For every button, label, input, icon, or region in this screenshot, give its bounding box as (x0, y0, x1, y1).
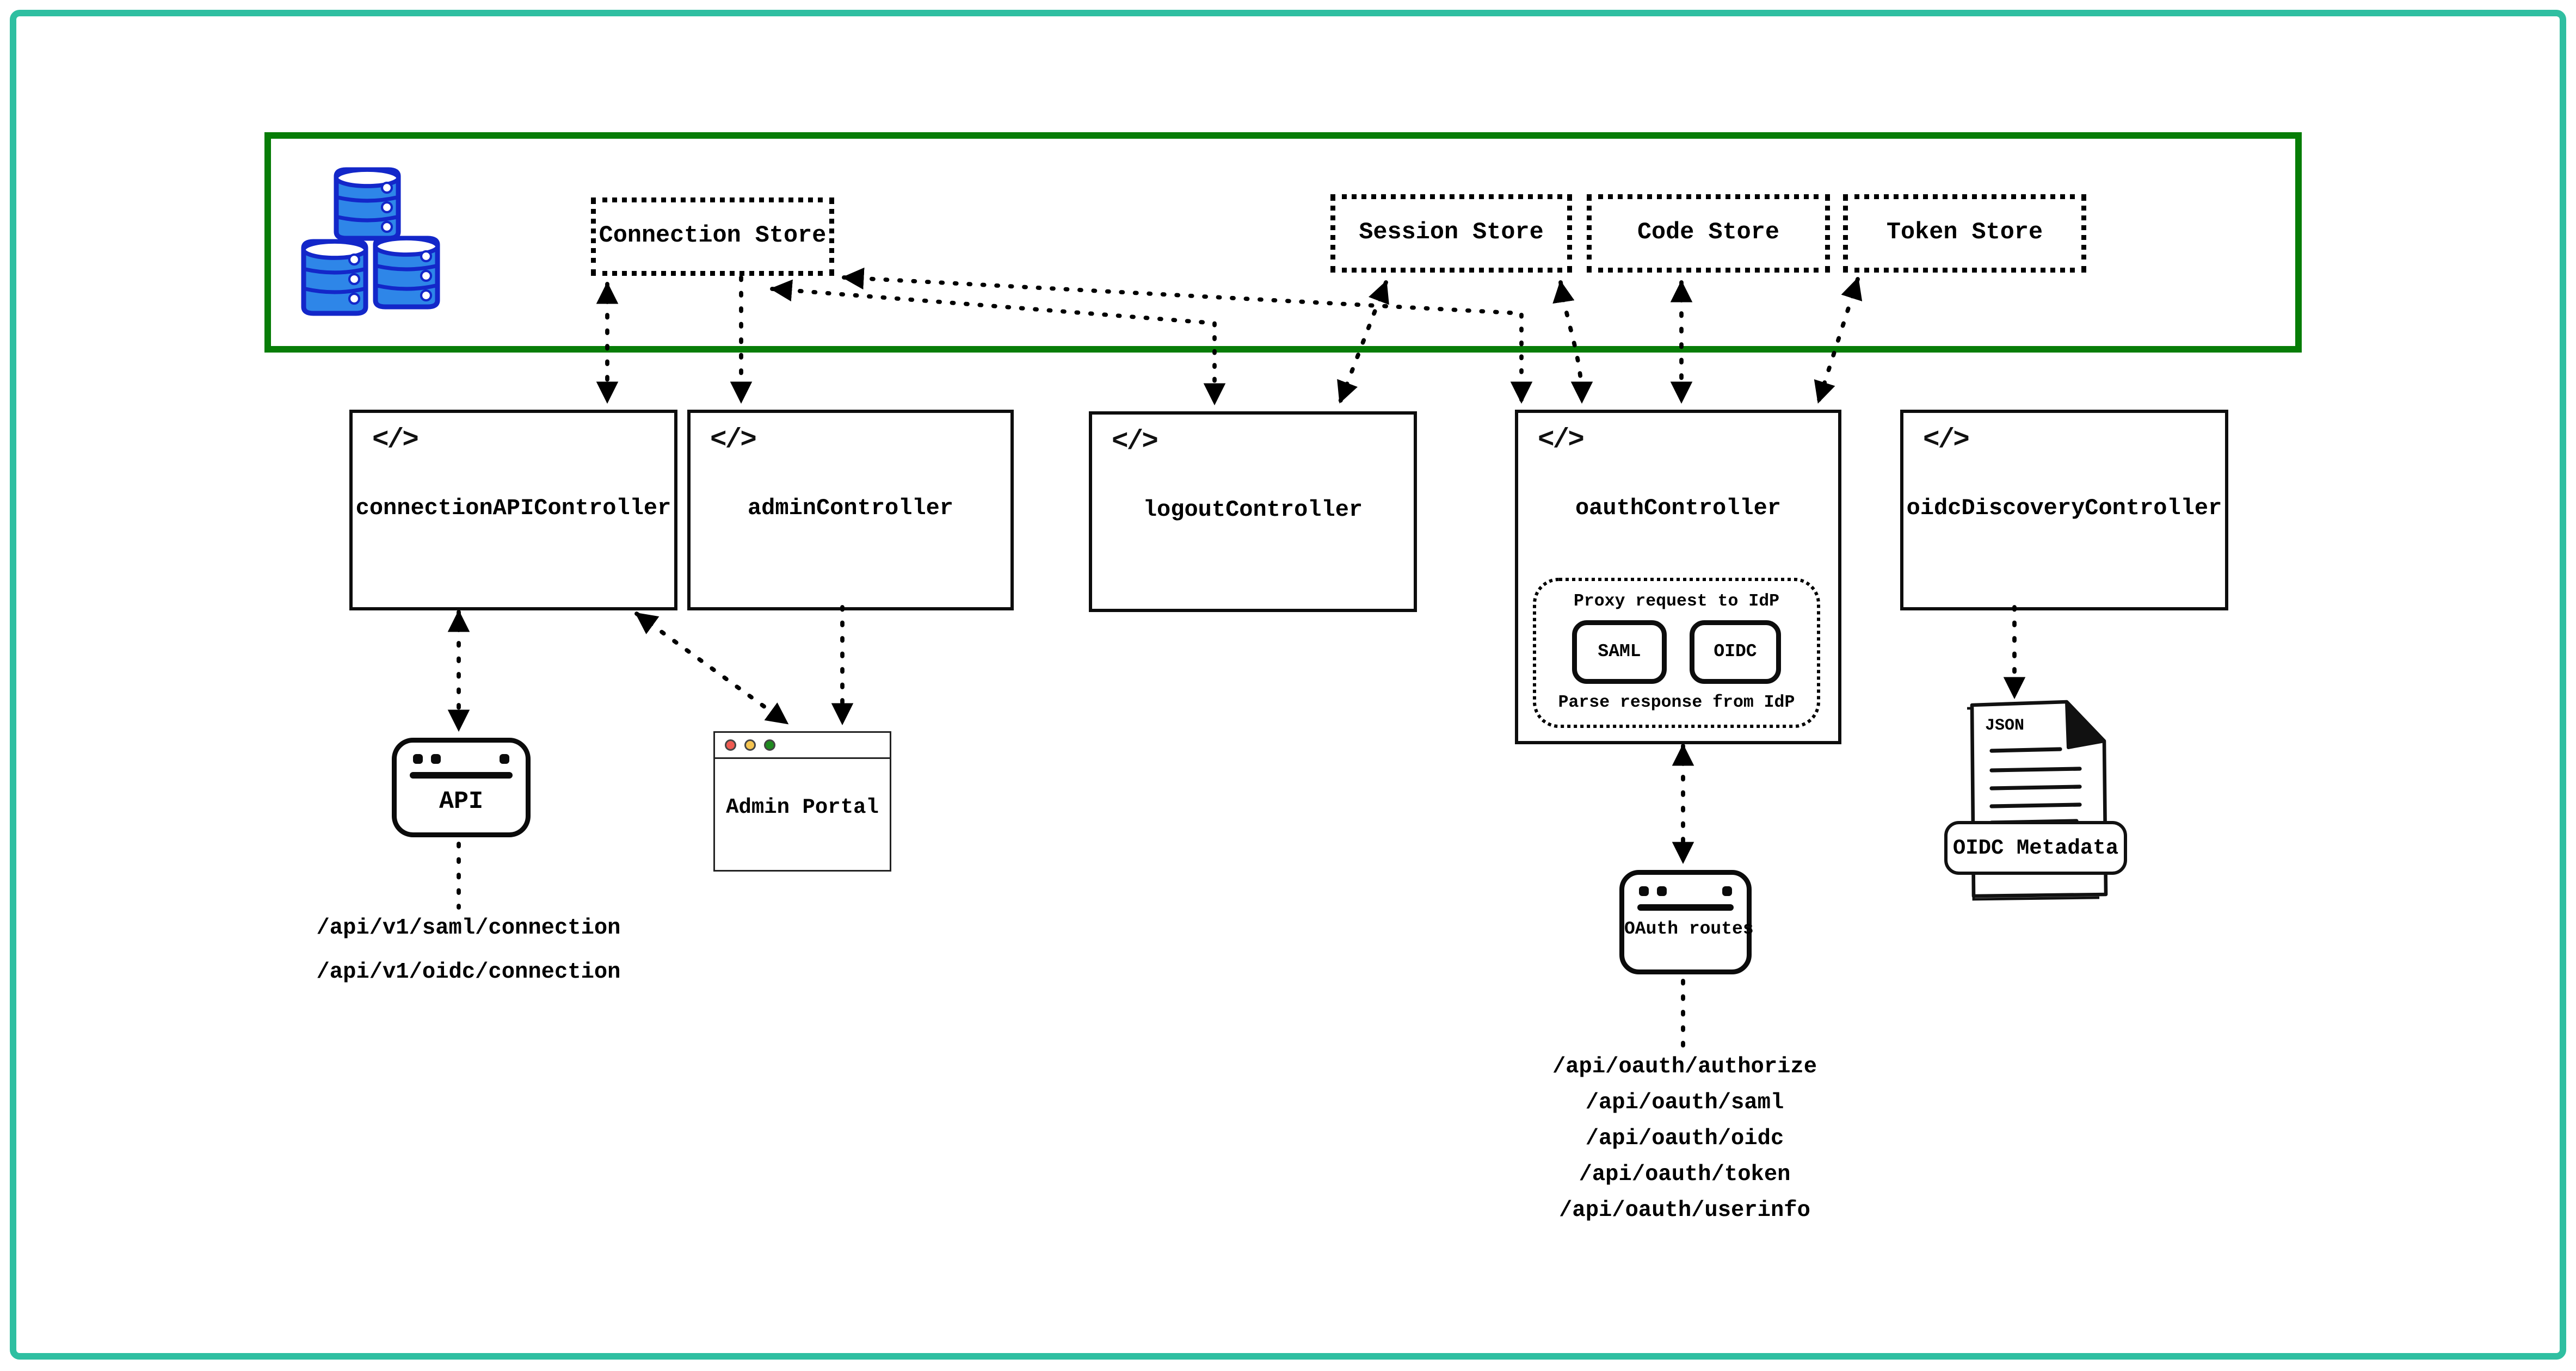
code-icon: </> (1112, 428, 1158, 459)
arrow-oauth-tokenstore (1814, 277, 1863, 404)
arrow-logout-connectionstore (769, 279, 1226, 406)
window-dot-icon (413, 754, 423, 764)
controller-connection-api: </> connectionAPIController (349, 410, 677, 610)
store-token: Token Store (1843, 194, 2086, 273)
controller-oauth: </> oauthController Proxy request to IdP… (1515, 410, 1841, 744)
endpoint: /api/oauth/token (1579, 1164, 1791, 1188)
minimize-dot-icon (744, 739, 756, 751)
window-titlebar (715, 733, 890, 759)
store-code-label: Code Store (1637, 220, 1779, 246)
window-bar-icon (1637, 904, 1734, 910)
admin-portal-window: Admin Portal (713, 731, 891, 872)
api-endpoint-list: /api/v1/saml/connection /api/v1/oidc/con… (305, 907, 632, 996)
arrow-oauth-connectionstore (841, 267, 1533, 404)
endpoint: /api/oauth/userinfo (1559, 1200, 1810, 1224)
protocol-saml-label: SAML (1598, 642, 1641, 662)
endpoint: /api/oauth/oidc (1585, 1128, 1784, 1152)
oidc-metadata-banner: OIDC Metadata (1944, 821, 2127, 875)
oidc-metadata-label: OIDC Metadata (1952, 836, 2119, 860)
outer-frame (10, 10, 2566, 1360)
proxy-request-label: Proxy request to IdP (1573, 592, 1780, 612)
window-dot-icon (431, 754, 441, 764)
window-dot-icon (1639, 886, 1649, 896)
code-icon: </> (372, 426, 419, 457)
endpoint: /api/v1/saml/connection (316, 917, 621, 942)
store-session-label: Session Store (1359, 220, 1544, 246)
endpoint: /api/oauth/saml (1585, 1092, 1784, 1116)
arrow-logout-sessionstore (1337, 280, 1389, 404)
oauth-routes-label: OAuth routes (1624, 921, 1754, 940)
parse-response-label: Parse response from IdP (1558, 694, 1795, 713)
close-dot-icon (725, 739, 736, 751)
store-connection-label: Connection Store (599, 224, 827, 250)
store-code: Code Store (1587, 194, 1830, 273)
window-dot-icon (1657, 886, 1667, 896)
oauth-endpoint-list: /api/oauth/authorize /api/oauth/saml /ap… (1521, 1051, 1848, 1231)
code-icon: </> (1923, 426, 1970, 457)
window-dot-icon (1722, 886, 1732, 896)
controller-logout: </> logoutController (1089, 411, 1417, 612)
code-icon: </> (1538, 426, 1585, 457)
window-dot-icon (500, 754, 509, 764)
api-label: API (439, 788, 483, 816)
endpoint: /api/v1/oidc/connection (316, 961, 621, 986)
endpoint: /api/oauth/authorize (1552, 1056, 1817, 1080)
database-icon (301, 167, 440, 316)
idp-proxy-box: Proxy request to IdP SAML OIDC Parse res… (1533, 578, 1820, 728)
api-app-icon: API (392, 738, 531, 837)
controller-admin-label: adminController (747, 496, 954, 522)
code-icon: </> (710, 426, 757, 457)
window-bar-icon (410, 772, 513, 778)
arrow-oauth-sessionstore (1552, 280, 1593, 404)
admin-portal-label: Admin Portal (726, 795, 879, 819)
controller-oidc-discovery-label: oidcDiscoveryController (1906, 496, 2222, 522)
controller-oidc-discovery: </> oidcDiscoveryController (1900, 410, 2228, 610)
protocol-saml: SAML (1572, 620, 1667, 684)
store-token-label: Token Store (1886, 220, 2043, 246)
oauth-routes-app-icon: OAuth routes (1619, 870, 1754, 974)
protocol-oidc-label: OIDC (1714, 642, 1757, 662)
arrow-adminportal-connectionapi (634, 612, 789, 725)
controller-connection-api-label: connectionAPIController (355, 496, 671, 522)
store-session: Session Store (1330, 194, 1572, 273)
maximize-dot-icon (764, 739, 775, 751)
controller-oauth-label: oauthController (1575, 496, 1782, 522)
json-file-tag: JSON (1985, 717, 2024, 735)
protocol-oidc: OIDC (1690, 620, 1781, 684)
controller-logout-label: logoutController (1143, 498, 1363, 524)
store-connection: Connection Store (591, 197, 834, 276)
controller-admin: </> adminController (687, 410, 1014, 610)
